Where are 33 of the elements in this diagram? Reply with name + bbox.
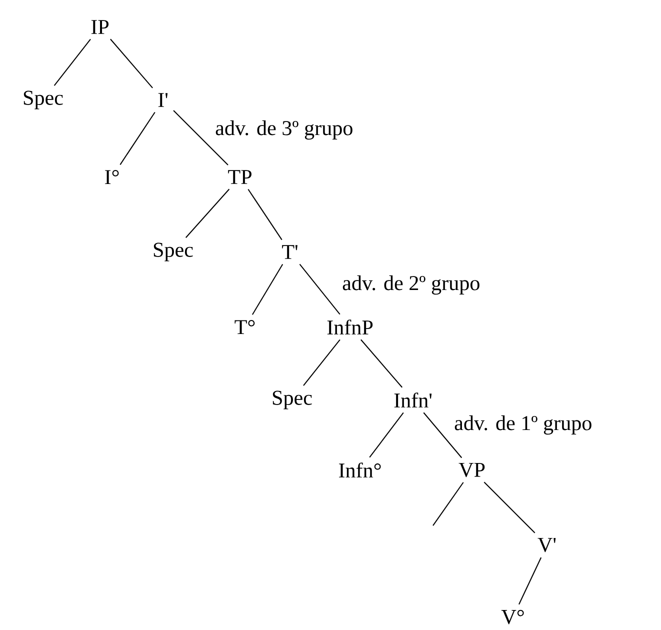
tree-label: Spec — [272, 390, 312, 410]
branch-line — [185, 188, 230, 238]
branch-line — [360, 339, 403, 388]
branch-line — [299, 264, 340, 315]
branch-line — [120, 112, 156, 165]
branch-line — [252, 264, 284, 315]
tree-label: Infn' — [394, 392, 432, 408]
tree-label: I' — [158, 93, 168, 107]
tree-label: InfnP — [327, 320, 373, 334]
adverb-label: adv. de 1º grupo — [454, 415, 592, 435]
adverb-label: adv. de 3º grupo — [216, 120, 352, 140]
tree-label: Spec — [154, 242, 193, 262]
tree-label: T' — [282, 245, 298, 259]
branch-line — [303, 339, 340, 386]
branch-line — [484, 482, 536, 534]
branch-line — [110, 38, 153, 88]
tree-label: VP — [458, 462, 485, 478]
branch-line — [248, 188, 282, 240]
tree-label: Infn° — [339, 462, 381, 478]
tree-label: V' — [538, 538, 556, 552]
adverb-label: adv. de 2º grupo — [342, 275, 480, 295]
tree-label: T° — [234, 320, 255, 334]
tree-label: TP — [228, 170, 252, 184]
branch-line — [518, 557, 542, 605]
branch-line — [423, 412, 462, 458]
branch-line — [173, 110, 228, 166]
tree-label: Spec — [24, 90, 63, 110]
branch-line — [54, 38, 91, 86]
branch-line — [432, 482, 464, 526]
tree-label: IP — [91, 20, 109, 34]
tree-label: I° — [105, 170, 119, 184]
tree-label: V° — [501, 610, 524, 624]
branch-line — [369, 412, 404, 458]
